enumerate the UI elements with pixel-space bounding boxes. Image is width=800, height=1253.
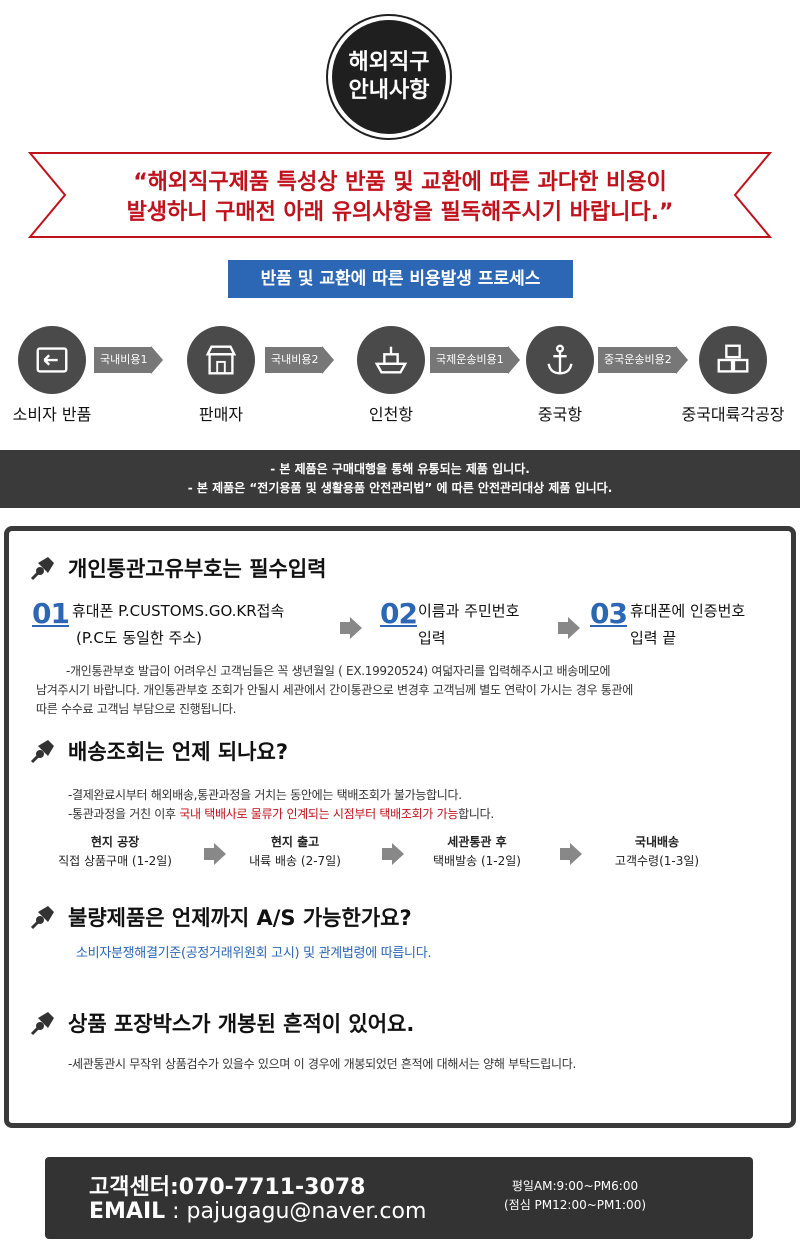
pushpin-icon (30, 906, 54, 930)
step-number-01: 01 (32, 597, 70, 630)
step-text-03: 휴대폰에 인증번호 입력 끝 (630, 602, 746, 647)
ribbon-line2: 발생하니 구매전 아래 유의사항을 필독해주시기 바랍니다.” (126, 200, 674, 225)
contact-box: 고객센터:070-7711-3078 EMAIL : pajugagu@nave… (45, 1157, 753, 1239)
pushpin-icon (30, 557, 54, 581)
step-number-02: 02 (380, 597, 418, 630)
business-hours: 평일AM:9:00~PM6:00 (점심 PM12:00~PM1:00) (503, 1179, 647, 1212)
ship-arrow-2 (382, 843, 404, 865)
notice-bar: - 본 제품은 구매대행을 통해 유통되는 제품 입니다. - 본 제품은 “전… (0, 450, 800, 508)
ship-stage-2: 현지 출고 내륙 배송 (2-7일) (249, 835, 341, 868)
return-box-icon (18, 326, 86, 394)
tracking-note: -결제완료시부터 해외배송,통관과정을 거치는 동안에는 택배조회가 불가능합니… (68, 788, 494, 821)
step-label-china-port: 중국항 (537, 405, 583, 424)
as-note: 소비자분쟁해결기준(공정거래위원회 고시) 및 관계법령에 따릅니다. (76, 946, 432, 961)
ribbon-warning: “해외직구제품 특성상 반품 및 교환에 따른 과다한 비용이 발생하니 구매전… (0, 168, 800, 228)
guide-badge: 해외직구 안내사항 (332, 20, 446, 134)
step-arrow-2 (558, 617, 580, 639)
ship-icon (357, 326, 425, 394)
ship-stage-1: 현지 공장 직접 상품구매 (1-2일) (58, 835, 172, 868)
step-label-china-factory: 중국대륙각공장 (681, 405, 785, 424)
store-icon (187, 326, 255, 394)
notice-line2: - 본 제품은 “전기용품 및 생활용품 안전관리법” 에 따른 안전관리대상 … (187, 481, 613, 495)
step-text-01: 휴대폰 P.CUSTOMS.GO.KR접속 (P.C도 동일한 주소) (72, 602, 285, 647)
step-text-02: 이름과 주민번호 입력 (418, 602, 520, 647)
process-title: 반품 및 교환에 따른 비용발생 프로세스 (228, 260, 573, 298)
ship-stage-4: 국내배송 고객수령(1-3일) (614, 835, 700, 868)
step-label-incheon: 인천항 (368, 405, 414, 424)
contact-email[interactable]: EMAIL : pajugagu@naver.com (89, 1199, 427, 1224)
section-package-title: 상품 포장박스가 개봉된 흔적이 있어요. (28, 1008, 414, 1038)
info-panel (4, 526, 796, 1128)
step-label-consumer: 소비자 반품 (12, 405, 92, 424)
section-tracking-title: 배송조회는 언제 되나요? (28, 736, 288, 766)
package-note: -세관통관시 무작위 상품검수가 있을수 있으며 이 경우에 개봉되었던 흔적에… (68, 1057, 577, 1071)
step-label-seller: 판매자 (198, 405, 244, 424)
boxes-icon (699, 326, 767, 394)
badge-line2: 안내사항 (348, 78, 430, 103)
ship-arrow-1 (204, 843, 226, 865)
ship-stage-3: 세관통관 후 택배발송 (1-2일) (433, 835, 521, 868)
customer-center-phone: 고객센터:070-7711-3078 (89, 1175, 366, 1200)
ship-arrow-3 (560, 843, 582, 865)
notice-line1: - 본 제품은 구매대행을 통해 유통되는 제품 입니다. (270, 462, 530, 476)
cost-arrow-1: 국내비용1 (94, 346, 164, 374)
step-arrow-1 (340, 617, 362, 639)
tracking-highlight: 국내 택배사로 물류가 인계되는 시점부터 택배조회가 가능 (179, 807, 459, 821)
ribbon-banner (27, 152, 773, 238)
ribbon-line1: “해외직구제품 특성상 반품 및 교환에 따른 과다한 비용이 (133, 170, 667, 195)
section-customs-title: 개인통관고유부호는 필수입력 (28, 553, 326, 583)
cost-arrow-3: 국제운송비용1 (430, 346, 520, 374)
pushpin-icon (30, 740, 54, 764)
cost-arrow-2: 국내비용2 (265, 346, 335, 374)
pushpin-icon (30, 1012, 54, 1036)
customs-note: -개인통관부호 발급이 어려우신 고객님들은 꼭 생년월일 ( EX.19920… (36, 664, 633, 716)
cost-arrow-4: 중국운송비용2 (598, 346, 688, 374)
step-number-03: 03 (590, 597, 628, 630)
anchor-icon (526, 326, 594, 394)
section-as-title: 불량제품은 언제까지 A/S 가능한가요? (28, 902, 412, 932)
badge-line1: 해외직구 (348, 50, 430, 75)
